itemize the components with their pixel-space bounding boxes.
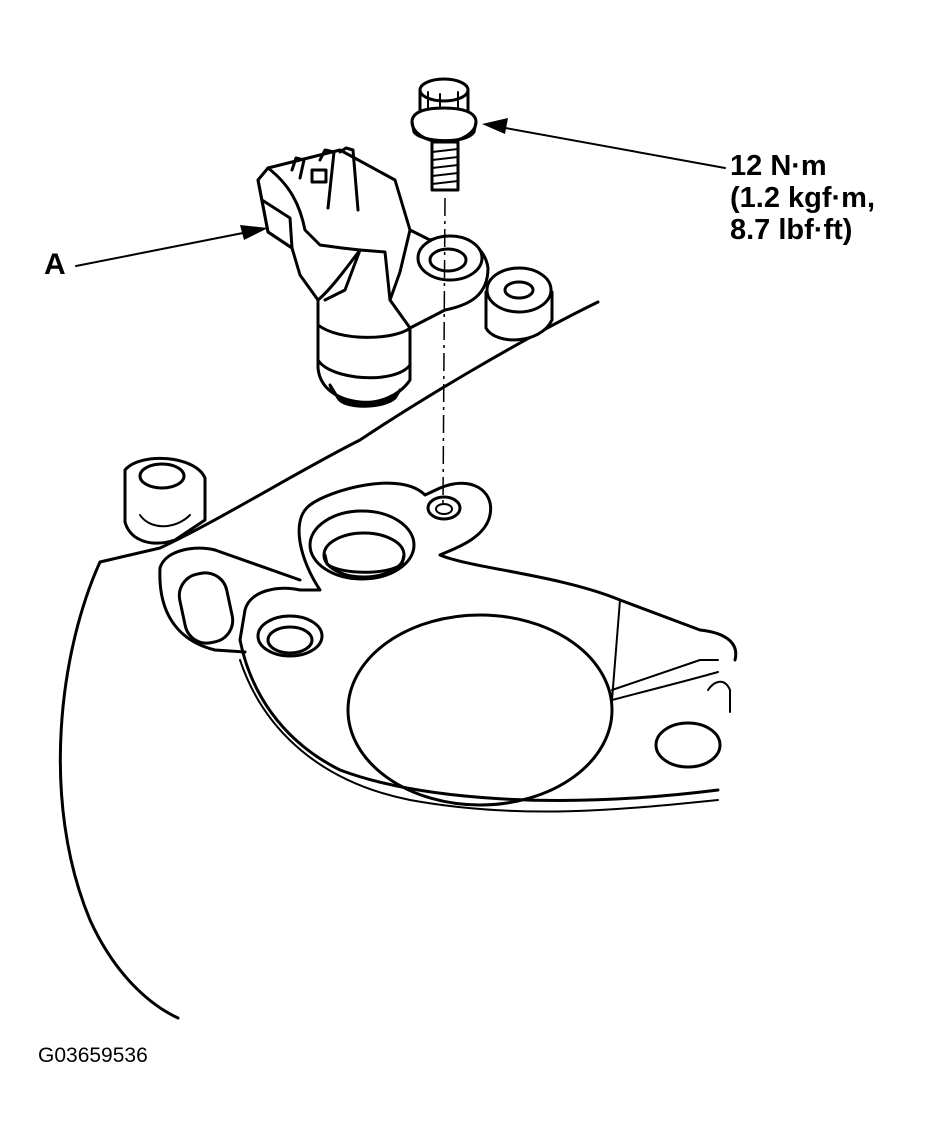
figure-id: G03659536 [38, 1044, 148, 1067]
mounting-plate [158, 481, 738, 813]
callout-label-a: A [44, 248, 66, 281]
torque-arrowhead [482, 118, 508, 134]
callout-a-leader [75, 231, 249, 267]
left-mounting-boss [123, 456, 207, 545]
right-mounting-boss [484, 266, 554, 342]
bolt-centerline [442, 197, 446, 506]
torque-spec-line-1: 12 N·m [730, 150, 827, 182]
torque-spec-line-3: 8.7 lbf·ft) [730, 214, 853, 246]
torque-spec-line-2: (1.2 kgf·m, [730, 182, 876, 214]
sensor-body [256, 146, 490, 408]
housing-edge-upper [98, 300, 600, 564]
torque-leader [499, 126, 726, 169]
housing-outline-arc [58, 560, 180, 1020]
callout-a-arrowhead [240, 225, 268, 240]
torque-spec-label: 12 N·m (1.2 kgf·m, 8.7 lbf·ft) [730, 150, 875, 246]
bolt [410, 77, 478, 192]
